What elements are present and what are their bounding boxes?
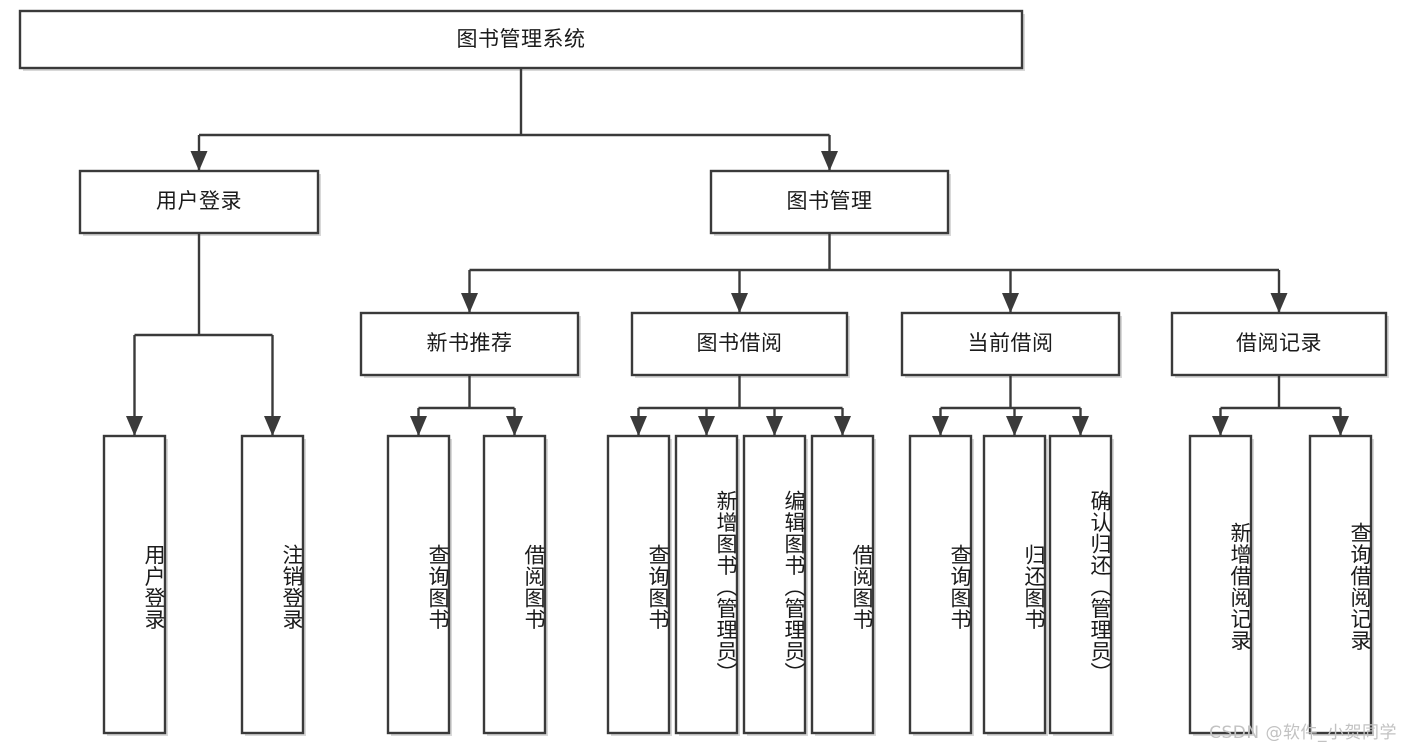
node-box-new-book-recommend[interactable] [359, 311, 580, 377]
node-leaf-confirm-return[interactable] [1050, 436, 1111, 733]
node-box-leaf-borrow-book-1[interactable] [482, 434, 547, 735]
node-user-login[interactable] [80, 171, 318, 233]
node-borrow-record[interactable] [1172, 313, 1386, 375]
node-leaf-edit-book[interactable] [744, 436, 805, 733]
node-leaf-return-book[interactable] [984, 436, 1045, 733]
node-box-leaf-return-book[interactable] [982, 434, 1047, 735]
node-leaf-borrow-book-2[interactable] [812, 436, 873, 733]
node-box-current-borrow[interactable] [900, 311, 1121, 377]
node-box-leaf-confirm-return[interactable] [1048, 434, 1113, 735]
node-leaf-add-book[interactable] [676, 436, 737, 733]
node-box-book-manage[interactable] [709, 169, 950, 235]
node-new-book-recommend[interactable] [361, 313, 578, 375]
node-leaf-add-record[interactable] [1190, 436, 1251, 733]
node-leaf-logout[interactable] [242, 436, 303, 733]
node-box-leaf-query-book-1[interactable] [386, 434, 451, 735]
node-box-leaf-user-login[interactable] [102, 434, 167, 735]
node-leaf-user-login[interactable] [104, 436, 165, 733]
node-box-leaf-add-book[interactable] [674, 434, 739, 735]
node-book-borrow[interactable] [632, 313, 847, 375]
watermark-text: CSDN @软件_小贺同学 [1209, 723, 1397, 743]
node-box-leaf-add-record[interactable] [1188, 434, 1253, 735]
node-leaf-query-book-1[interactable] [388, 436, 449, 733]
node-current-borrow[interactable] [902, 313, 1119, 375]
node-box-root[interactable] [18, 9, 1024, 70]
node-box-user-login[interactable] [78, 169, 320, 235]
node-box-leaf-query-book-3[interactable] [908, 434, 973, 735]
node-root[interactable] [20, 11, 1022, 68]
node-book-manage[interactable] [711, 171, 948, 233]
node-box-borrow-record[interactable] [1170, 311, 1388, 377]
node-leaf-query-record[interactable] [1310, 436, 1371, 733]
node-leaf-query-book-2[interactable] [608, 436, 669, 733]
node-box-leaf-borrow-book-2[interactable] [810, 434, 875, 735]
node-leaf-borrow-book-1[interactable] [484, 436, 545, 733]
node-leaf-query-book-3[interactable] [910, 436, 971, 733]
node-box-book-borrow[interactable] [630, 311, 849, 377]
node-box-leaf-query-record[interactable] [1308, 434, 1373, 735]
node-box-leaf-edit-book[interactable] [742, 434, 807, 735]
node-box-leaf-logout[interactable] [240, 434, 305, 735]
node-box-leaf-query-book-2[interactable] [606, 434, 671, 735]
